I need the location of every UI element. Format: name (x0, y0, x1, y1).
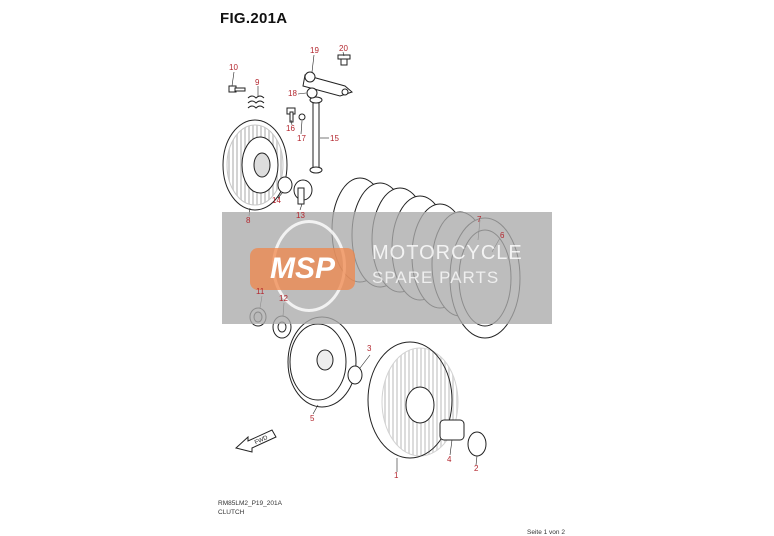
callout-16[interactable]: 16 (286, 124, 295, 133)
figure-title: FIG.201A (220, 10, 288, 27)
oil-seal (306, 87, 318, 99)
callout-17[interactable]: 17 (297, 134, 306, 143)
pressure-plate (222, 119, 288, 211)
callout-1[interactable]: 1 (394, 471, 399, 480)
callout-3[interactable]: 3 (367, 344, 372, 353)
callout-18[interactable]: 18 (288, 89, 297, 98)
callout-13[interactable]: 13 (296, 211, 305, 220)
callout-14[interactable]: 14 (272, 196, 281, 205)
page-indicator: Seite 1 von 2 (527, 529, 565, 536)
watermark-logo: MSP (250, 248, 355, 290)
callout-8[interactable]: 8 (246, 216, 251, 225)
spring-bolt (228, 85, 246, 93)
release-lever (302, 71, 353, 97)
watermark: MSP MOTORCYCLE SPARE PARTS (222, 212, 552, 324)
push-rod (309, 96, 323, 174)
callout-10[interactable]: 10 (229, 63, 238, 72)
release-pushpiece (293, 179, 313, 205)
sleeve-hub (287, 316, 357, 408)
callout-19[interactable]: 19 (310, 46, 319, 55)
clutch-spring (247, 95, 265, 109)
washer (298, 113, 306, 121)
callout-15[interactable]: 15 (330, 134, 339, 143)
figure-code: RM85LM2_P19_201A (218, 500, 282, 507)
callout-20[interactable]: 20 (339, 44, 348, 53)
callout-5[interactable]: 5 (310, 414, 315, 423)
clutch-basket (367, 341, 459, 459)
figure-name: CLUTCH (218, 509, 245, 516)
callout-12[interactable]: 12 (279, 294, 288, 303)
callout-4[interactable]: 4 (447, 455, 452, 464)
callout-11[interactable]: 11 (256, 287, 265, 296)
callout-6[interactable]: 6 (500, 231, 505, 240)
callout-7[interactable]: 7 (477, 215, 482, 224)
bearing (277, 176, 293, 194)
callout-2[interactable]: 2 (474, 464, 479, 473)
fwd-arrow: FWD (234, 429, 277, 453)
thrust-washer (347, 365, 363, 385)
fwd-label: FWD (254, 435, 270, 446)
callout-9[interactable]: 9 (255, 78, 260, 87)
watermark-tagline-bottom: SPARE PARTS (372, 268, 500, 287)
watermark-tagline-top: MOTORCYCLE (372, 242, 523, 264)
